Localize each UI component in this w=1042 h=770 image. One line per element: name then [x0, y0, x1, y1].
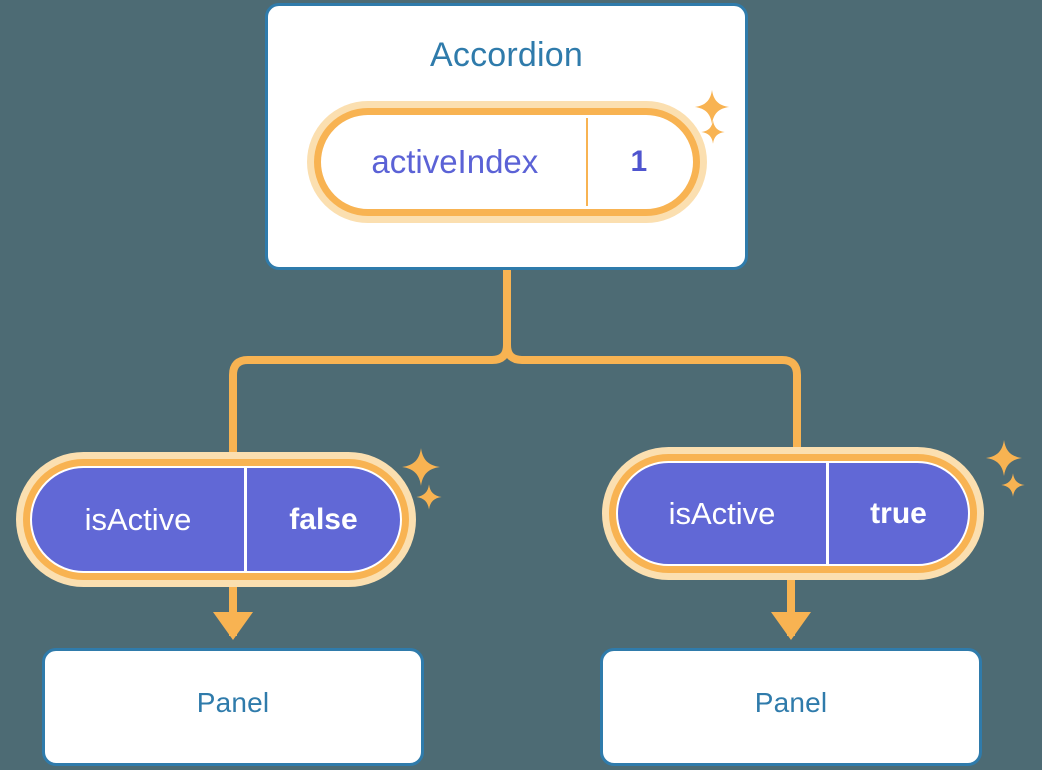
- state-key-is-active-right: isActive: [668, 495, 776, 531]
- state-value-is-active-right: true: [826, 463, 968, 564]
- state-value-is-active-left: false: [244, 468, 400, 571]
- arrow-down-icon: [213, 612, 253, 640]
- sparkle-small-icon: [415, 483, 443, 511]
- pill-ring: activeIndex 1: [314, 108, 700, 216]
- panel-card-right[interactable]: Panel: [600, 648, 982, 766]
- state-value-active-index: 1: [585, 118, 690, 206]
- state-pill-is-active-false[interactable]: isActive false: [16, 452, 416, 587]
- pill-ring: isActive false: [23, 459, 409, 580]
- sparkle-icon: [400, 446, 442, 488]
- state-key-active-index: activeIndex: [371, 143, 539, 180]
- connector-left-branch: [229, 267, 511, 459]
- panel-title-left: Panel: [196, 687, 270, 718]
- pill-ring: isActive true: [609, 454, 977, 573]
- panel-card-left[interactable]: Panel: [42, 648, 424, 766]
- pill-body: activeIndex 1: [321, 115, 693, 209]
- connector-right-branch: [503, 267, 801, 456]
- pill-body: isActive true: [616, 461, 970, 566]
- state-key-is-active-left: isActive: [84, 501, 192, 537]
- state-pill-is-active-true[interactable]: isActive true: [602, 447, 984, 580]
- state-pill-active-index[interactable]: activeIndex 1: [307, 101, 707, 223]
- arrow-down-icon: [771, 612, 811, 640]
- panel-title-right: Panel: [754, 687, 828, 718]
- pill-body: isActive false: [30, 466, 402, 573]
- accordion-title: Accordion: [430, 36, 583, 74]
- sparkle-small-icon: [1000, 472, 1026, 498]
- sparkle-icon: [984, 438, 1024, 478]
